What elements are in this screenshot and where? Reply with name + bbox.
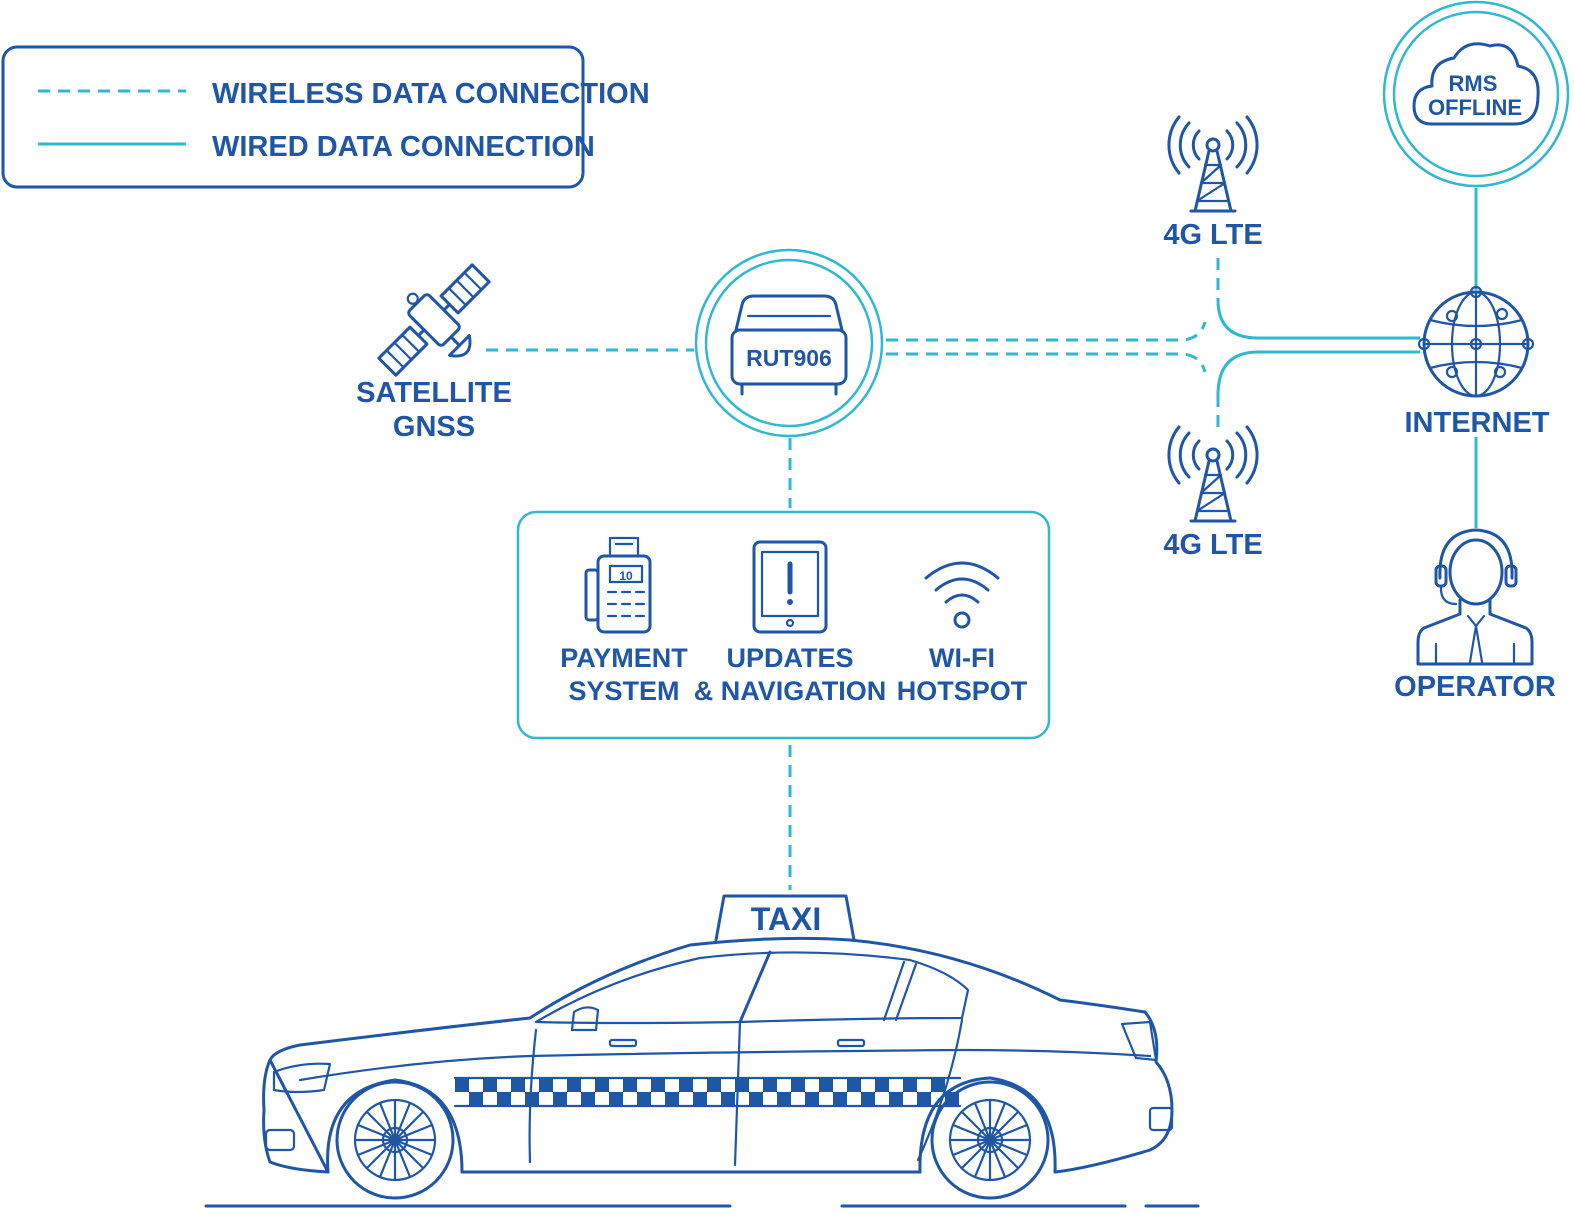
connections bbox=[486, 188, 1478, 890]
cloud-label-line2: OFFLINE bbox=[1428, 95, 1522, 120]
cloud-node: RMS OFFLINE bbox=[1382, 0, 1570, 188]
router-node: RUT906 bbox=[694, 248, 884, 438]
legend-wired-label: WIRED DATA CONNECTION bbox=[212, 131, 595, 163]
payment-terminal-icon: 10 bbox=[584, 536, 652, 634]
tower-top-label: 4G LTE bbox=[1163, 219, 1262, 251]
taxi-roof-sign bbox=[714, 894, 856, 942]
taxi-car-icon bbox=[262, 936, 1174, 1200]
payment-label-line1: PAYMENT bbox=[560, 643, 688, 673]
satellite-icon bbox=[377, 263, 491, 377]
tower-bottom-label: 4G LTE bbox=[1163, 529, 1262, 561]
wifi-label-line2: HOTSPOT bbox=[897, 676, 1028, 706]
router-tower-link-upper bbox=[886, 321, 1207, 342]
wired-link-lower bbox=[1216, 350, 1420, 396]
updates-label-line2: & NAVIGATION bbox=[694, 676, 887, 706]
taxi-sign-label: TAXI bbox=[751, 901, 822, 937]
payment-label-line2: SYSTEM bbox=[568, 676, 679, 706]
router-label: RUT906 bbox=[746, 345, 832, 371]
internet-label: INTERNET bbox=[1405, 407, 1550, 439]
rear-wheel bbox=[930, 1080, 1050, 1200]
cloud-label-line1: RMS bbox=[1449, 71, 1498, 96]
cloud-inner-ring bbox=[1392, 10, 1560, 178]
tower-top-node: 4G LTE bbox=[1163, 115, 1263, 251]
updates-label-line1: UPDATES bbox=[726, 643, 853, 673]
internet-node: INTERNET bbox=[1405, 285, 1550, 439]
services-panel: 10 PAYMENT SYSTEM UPDATES & NAVIGATION bbox=[516, 510, 1051, 740]
wired-link-upper bbox=[1216, 299, 1420, 340]
tablet-alert-icon bbox=[752, 540, 828, 634]
router-tower-link-lower bbox=[886, 352, 1207, 373]
globe-network-icon bbox=[1417, 285, 1535, 398]
wifi-icon bbox=[924, 561, 1000, 629]
legend-box bbox=[1, 45, 585, 189]
satellite-label-line2: GNSS bbox=[393, 411, 475, 443]
legend-wireless-label: WIRELESS DATA CONNECTION bbox=[212, 78, 650, 110]
cell-tower-icon bbox=[1167, 115, 1259, 213]
wifi-label-line1: WI-FI bbox=[929, 643, 995, 673]
operator-label: OPERATOR bbox=[1394, 671, 1556, 703]
cloud-outer-ring bbox=[1382, 0, 1570, 188]
tower-bottom-node: 4G LTE bbox=[1163, 425, 1263, 561]
payment-screen-text: 10 bbox=[619, 569, 633, 583]
cloud-icon bbox=[1412, 42, 1540, 126]
router-inner-ring bbox=[704, 258, 874, 428]
legend: WIRELESS DATA CONNECTION WIRED DATA CONN… bbox=[1, 45, 650, 189]
checker-pattern bbox=[455, 1078, 959, 1106]
front-wheel bbox=[335, 1080, 455, 1200]
router-outer-ring bbox=[694, 248, 884, 438]
taxi-node: TAXI bbox=[204, 894, 1200, 1208]
satellite-label-line1: SATELLITE bbox=[356, 377, 512, 409]
cell-tower-icon bbox=[1167, 425, 1259, 523]
operator-headset-icon bbox=[1416, 528, 1534, 666]
satellite-node: SATELLITE GNSS bbox=[356, 263, 512, 443]
router-icon bbox=[730, 294, 848, 396]
operator-node: OPERATOR bbox=[1394, 528, 1556, 703]
services-box bbox=[516, 510, 1051, 740]
